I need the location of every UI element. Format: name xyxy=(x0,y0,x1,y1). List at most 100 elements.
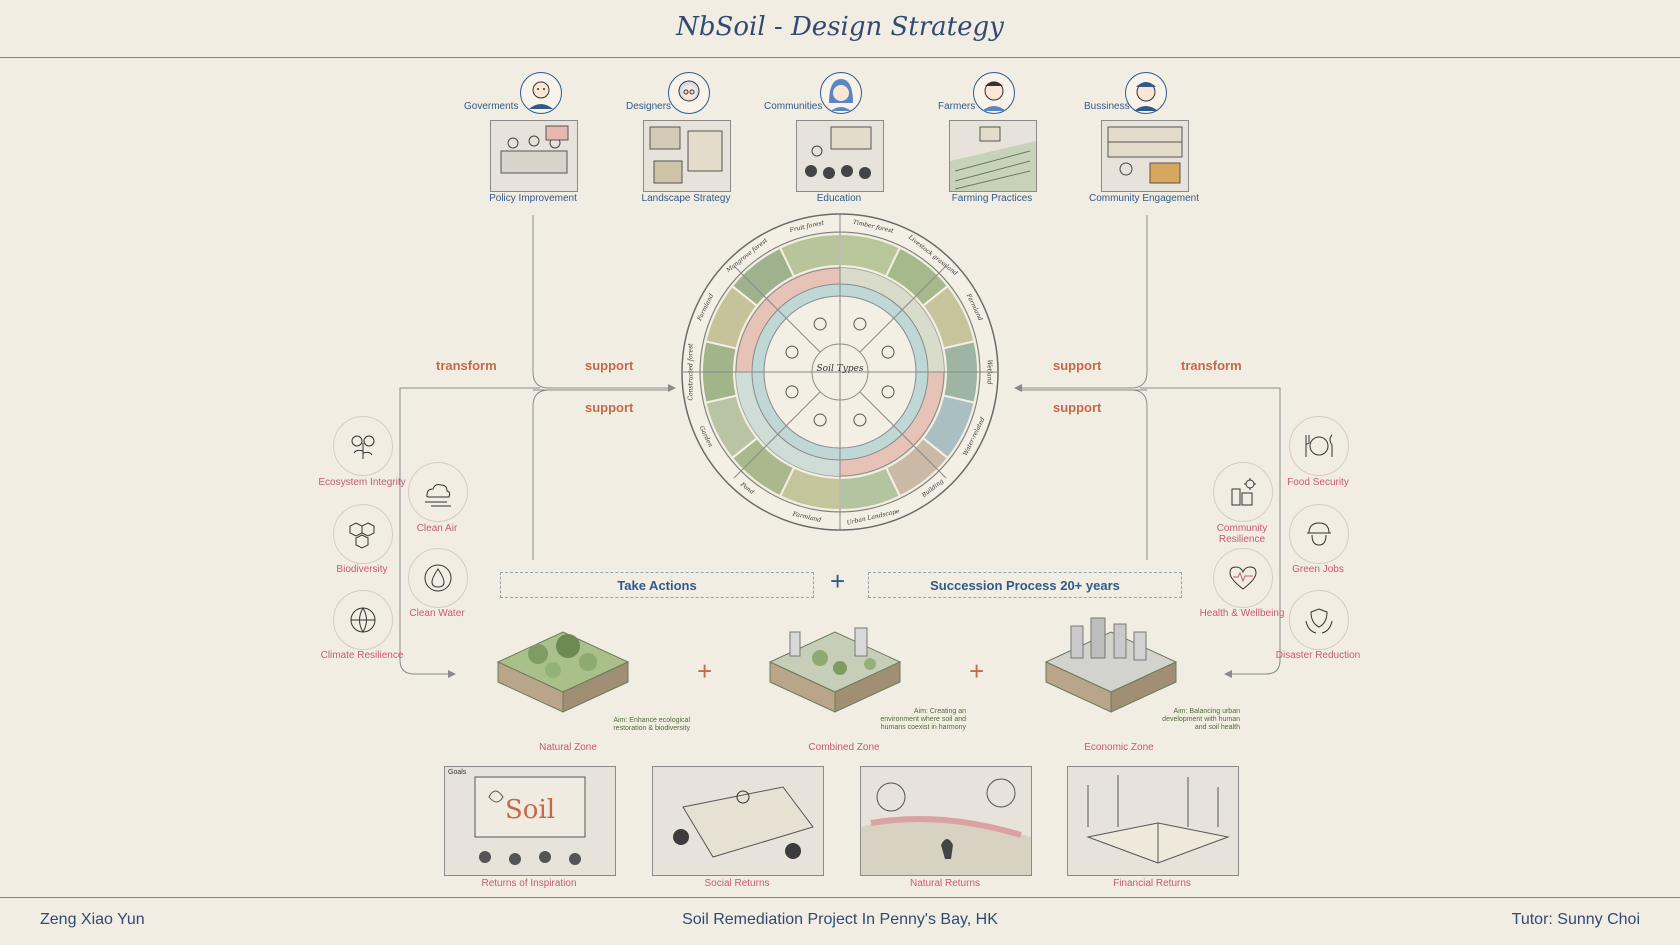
card-label-landscape: Landscape Strategy xyxy=(641,193,731,204)
succession-box: Succession Process 20+ years xyxy=(868,572,1182,598)
page-title: NbSoil - Design Strategy xyxy=(676,12,1004,42)
education-sketch xyxy=(796,120,884,192)
footer-divider xyxy=(0,897,1680,898)
designer-avatar xyxy=(668,72,710,114)
financial-returns-sketch xyxy=(1067,766,1239,876)
returns-social-label: Social Returns xyxy=(704,878,770,889)
stakeholder-label-communities: Communities xyxy=(764,101,823,112)
clean-air-circle xyxy=(408,462,468,522)
tutor-name: Tutor: Sunny Choi xyxy=(1511,911,1640,928)
clean-air-label: Clean Air xyxy=(416,523,458,534)
wheel-center-label: Soil Types xyxy=(816,364,864,374)
ecosystem-integrity-circle xyxy=(333,416,393,476)
stakeholder-label-farmers: Farmers xyxy=(938,101,976,112)
economic-zone-aim: Aim: Balancing urban development with hu… xyxy=(1162,708,1240,731)
city-gear-icon xyxy=(1231,478,1256,506)
farming-practices-sketch xyxy=(949,120,1037,192)
header-divider xyxy=(0,57,1680,58)
food-security-circle xyxy=(1289,416,1349,476)
right-support-label-1: support xyxy=(1053,358,1102,373)
biodiversity-hexagon-icon xyxy=(349,522,375,549)
climate-globe-icon xyxy=(350,607,376,633)
zone-plus-1: + xyxy=(697,656,713,686)
soil-type-icon xyxy=(813,413,827,427)
combined-zone-block xyxy=(768,627,902,713)
natural-zone-block xyxy=(496,631,630,713)
clean-water-label: Clean Water xyxy=(409,608,465,619)
succession-label: Succession Process 20+ years xyxy=(930,577,1120,593)
wheel-outer-label: Wetland xyxy=(986,360,993,385)
worker-helmet-icon xyxy=(1307,522,1331,546)
card-label-engagement: Community Engagement xyxy=(1088,193,1200,204)
government-avatar xyxy=(520,72,562,114)
right-transform-label: transform xyxy=(1181,358,1242,373)
hands-shield-icon xyxy=(1305,608,1333,634)
natural-zone-aim: Aim: Enhance ecological restoration & bi… xyxy=(613,717,690,732)
community-resilience-label: Community Resilience xyxy=(1216,523,1268,545)
soil-type-icon xyxy=(785,345,799,359)
goals-sketch-text: Goals xyxy=(448,769,467,776)
heart-pulse-icon xyxy=(1229,566,1257,590)
natural-zone-label: Natural Zone xyxy=(539,742,597,753)
stakeholder-label-designers: Designers xyxy=(626,101,672,112)
card-label-policy: Policy Improvement xyxy=(489,193,577,204)
soil-type-icon xyxy=(853,413,867,427)
social-returns-sketch xyxy=(652,766,824,876)
soil-type-icon xyxy=(881,345,895,359)
take-actions-label: Take Actions xyxy=(617,577,697,593)
climate-resilience-label: Climate Resilience xyxy=(320,650,404,661)
soil-type-icon xyxy=(853,317,867,331)
economic-zone-label: Economic Zone xyxy=(1084,742,1154,753)
biodiversity-label: Biodiversity xyxy=(336,564,388,575)
disaster-reduction-circle xyxy=(1289,590,1349,650)
wheel-outer-label: Constructed forest xyxy=(688,343,695,401)
card-label-education: Education xyxy=(816,193,862,204)
business-avatar xyxy=(1125,72,1167,114)
green-jobs-circle xyxy=(1289,504,1349,564)
disaster-reduction-label: Disaster Reduction xyxy=(1275,650,1361,661)
economic-zone-block xyxy=(1044,617,1178,713)
food-security-label: Food Security xyxy=(1287,477,1349,488)
climate-resilience-circle xyxy=(333,590,393,650)
soil-type-icon xyxy=(785,385,799,399)
biodiversity-circle xyxy=(333,504,393,564)
tree-sprout-icon xyxy=(351,435,375,459)
soil-type-icon xyxy=(881,385,895,399)
project-title: Soil Remediation Project In Penny's Bay,… xyxy=(682,911,998,928)
actions-plus: + xyxy=(830,566,846,596)
community-resilience-circle xyxy=(1213,462,1273,522)
author-name: Zeng Xiao Yun xyxy=(40,911,145,928)
clean-water-circle xyxy=(408,548,468,608)
stakeholder-label-business: Bussiness xyxy=(1084,101,1130,112)
right-support-label-2: support xyxy=(1053,400,1102,415)
take-actions-box: Take Actions xyxy=(500,572,814,598)
returns-inspiration-label: Returns of Inspiration xyxy=(481,878,577,889)
cloud-wind-icon xyxy=(425,484,451,507)
health-wellbeing-circle xyxy=(1213,548,1273,608)
water-drop-icon xyxy=(424,564,452,592)
left-support-label-2: support xyxy=(585,400,634,415)
left-support-label-1: support xyxy=(585,358,634,373)
zone-plus-2: + xyxy=(969,656,985,686)
community-avatar xyxy=(820,72,862,114)
policy-improvement-sketch xyxy=(490,120,578,192)
soil-sketch-text: Soil xyxy=(505,795,556,825)
left-transform-label: transform xyxy=(436,358,497,373)
stakeholder-label-governments: Goverments xyxy=(464,101,519,112)
combined-zone-label: Combined Zone xyxy=(808,742,880,753)
card-label-farming: Farming Practices xyxy=(951,193,1033,204)
landscape-strategy-sketch xyxy=(643,120,731,192)
ecosystem-integrity-label: Ecosystem Integrity xyxy=(318,477,406,488)
returns-financial-label: Financial Returns xyxy=(1113,878,1191,889)
stakeholders-row: Goverments Policy Improvement Designers … xyxy=(0,64,1680,214)
green-jobs-label: Green Jobs xyxy=(1292,564,1344,575)
plate-cutlery-icon xyxy=(1305,434,1333,457)
inspiration-sketch xyxy=(444,766,616,876)
community-engagement-sketch xyxy=(1101,120,1189,192)
returns-natural-label: Natural Returns xyxy=(909,878,981,889)
soil-type-icon xyxy=(813,317,827,331)
natural-returns-sketch xyxy=(860,766,1032,876)
health-wellbeing-label: Health & Wellbeing xyxy=(1199,608,1285,619)
